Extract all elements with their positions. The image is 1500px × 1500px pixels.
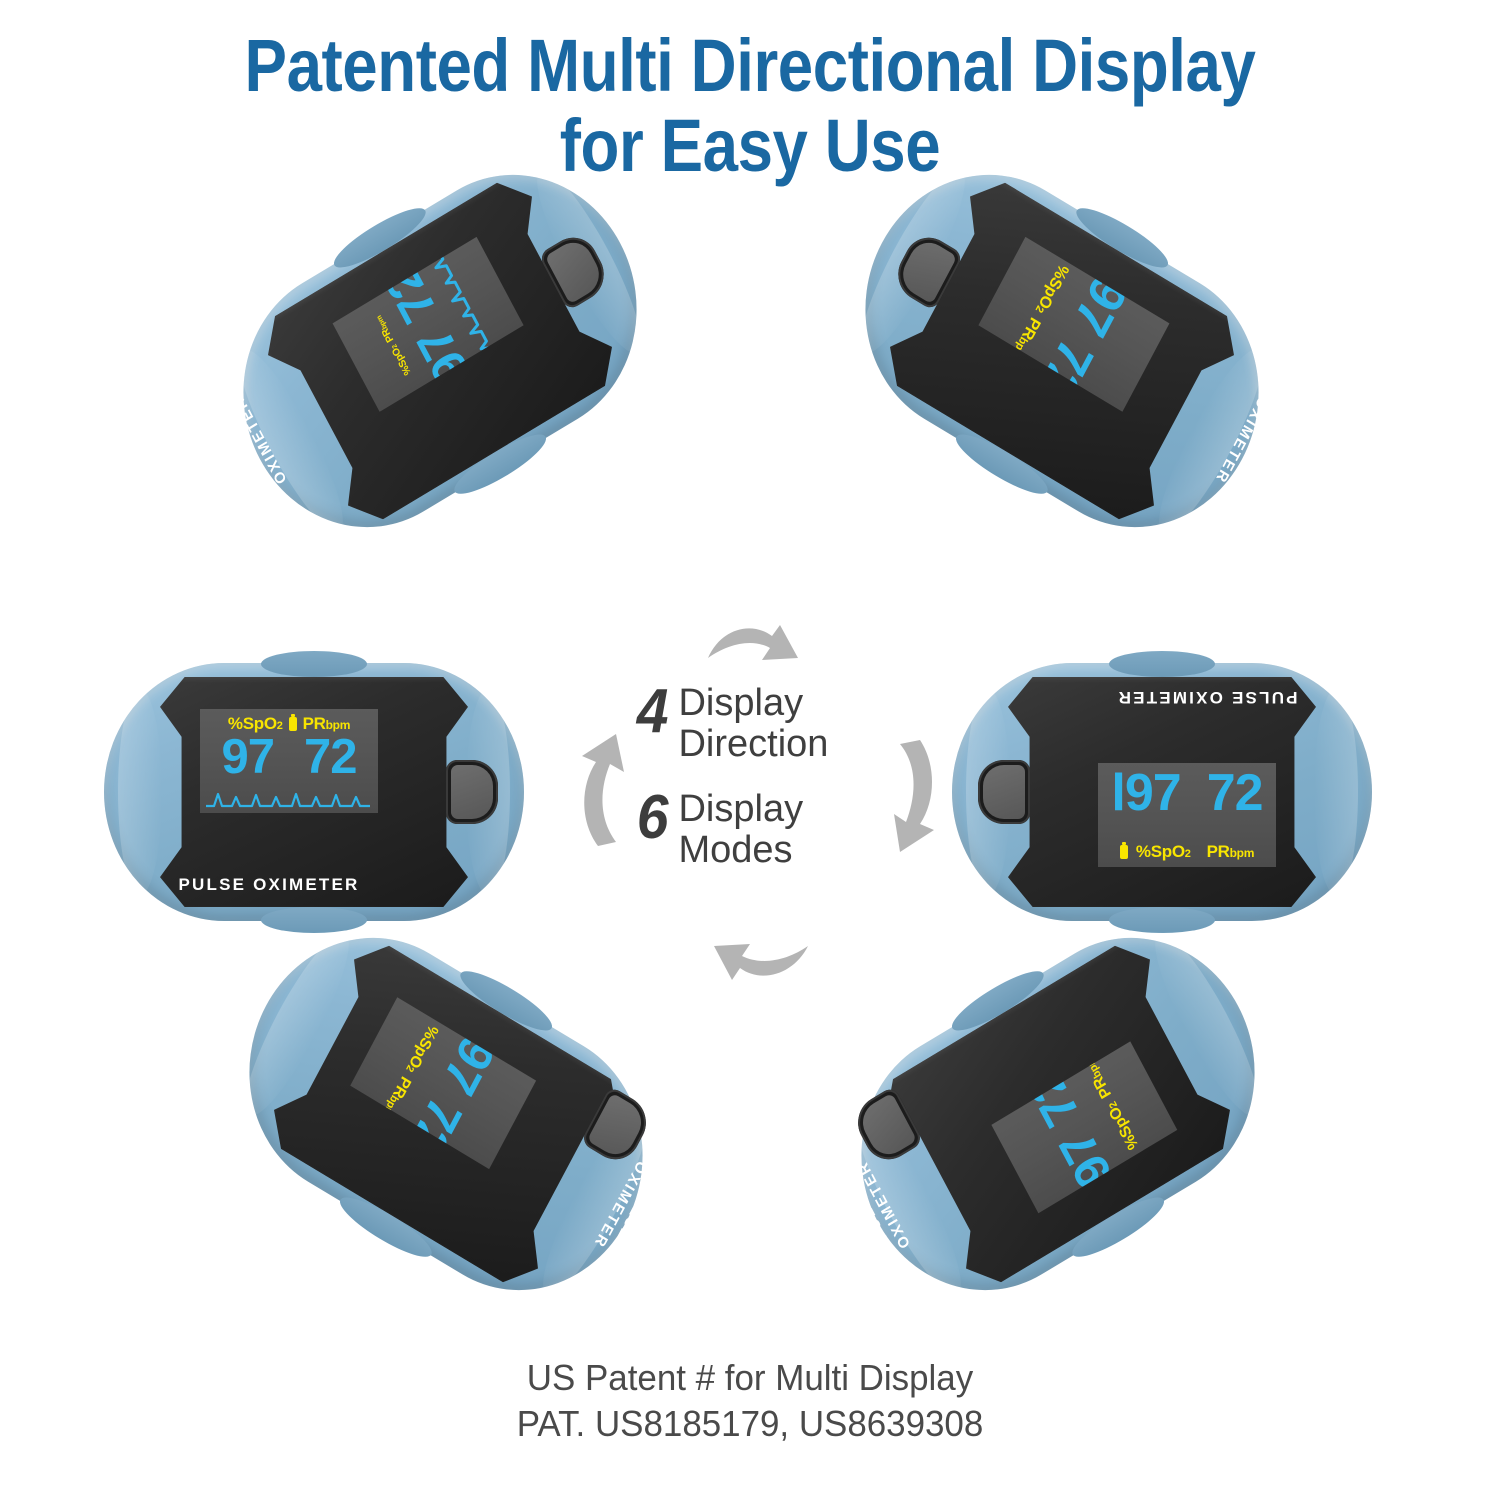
- modes-text: Display Modes: [678, 789, 803, 871]
- oled-screen: l97 72 %SpO2 PRbpm: [1098, 763, 1276, 867]
- device-brand-label: PULSE OXIMETER: [178, 875, 360, 894]
- rotation-arrow-top: [706, 612, 810, 684]
- pr-value: 72: [304, 730, 358, 784]
- page-title: Patented Multi Directional Display for E…: [105, 26, 1395, 186]
- device-brand-label: PULSE OXIMETER: [1116, 688, 1298, 707]
- device-grip-right: [1314, 689, 1358, 895]
- rotation-arrow-right: [878, 738, 950, 858]
- power-button[interactable]: [978, 760, 1030, 824]
- oximeter-top-left: %SpO2 PRbpm 97 72 PULSE OXIMETER: [199, 128, 681, 574]
- pr-value: 72: [1206, 764, 1264, 822]
- modes-text-line-2: Modes: [678, 829, 793, 872]
- callout-row-directions: 4 Display Direction: [635, 677, 895, 766]
- patent-footer-line-2: PAT. US8185179, US8639308: [516, 1403, 984, 1445]
- directions-count: 4: [636, 677, 669, 746]
- spo2-label: %SpO2: [227, 714, 283, 733]
- oximeter-bottom-right: l97 72 %SpO2 PRbpm PULSE OXIMETER: [817, 891, 1299, 1337]
- modes-text-line-1: Display: [678, 788, 804, 831]
- pr-label: PRbpm: [302, 714, 351, 733]
- modes-count: 6: [636, 783, 669, 853]
- pleth-waveform: [206, 792, 370, 808]
- oled-screen: %SpO2 PRbpm 97 72: [200, 709, 378, 813]
- device-hinge-bottom: [261, 907, 367, 933]
- directions-text-line-1: Display: [678, 682, 804, 724]
- page-title-line-1: Patented Multi Directional Display: [244, 24, 1256, 107]
- power-button[interactable]: [446, 760, 498, 824]
- patent-footer-line-1: US Patent # for Multi Display: [526, 1357, 974, 1398]
- oximeter-top-right: l97 72 %SpO2 PRbpm PULSE OXIMETER: [821, 128, 1303, 574]
- spo2-value: l97: [1111, 764, 1181, 822]
- power-button-cap: [451, 765, 493, 819]
- callout-row-modes: 6 Display Modes: [635, 783, 895, 871]
- oximeter-middle-right: l97 72 %SpO2 PRbpm PULSE OXIMETER: [952, 651, 1372, 933]
- patent-footer: US Patent # for Multi Display PAT. US818…: [23, 1355, 1478, 1447]
- pr-label: PRbpm: [1206, 842, 1255, 861]
- device-grip-left: [118, 689, 162, 895]
- spo2-label: %SpO2: [1135, 842, 1191, 861]
- rotation-arrow-bottom: [706, 922, 810, 994]
- oximeter-middle-left: %SpO2 PRbpm 97 72 PULSE OXIMETER: [104, 651, 524, 933]
- device-hinge-top: [261, 651, 367, 677]
- device-hinge-top: [1109, 651, 1215, 677]
- device-hinge-bottom: [1109, 907, 1215, 933]
- oximeter-bottom-left: l97 72 %SpO2 PRbpm PULSE OXIMETER: [205, 891, 687, 1337]
- directions-text-line-2: Direction: [678, 723, 829, 766]
- spo2-value: 97: [221, 730, 275, 784]
- center-callout: 4 Display Direction 6 Display Modes: [635, 677, 895, 883]
- page-title-line-2: for Easy Use: [559, 103, 941, 187]
- directions-text: Display Direction: [678, 682, 829, 766]
- battery-icon: [288, 714, 297, 731]
- battery-icon: [1119, 842, 1128, 859]
- power-button-cap: [983, 765, 1025, 819]
- rotation-arrow-left: [568, 730, 640, 848]
